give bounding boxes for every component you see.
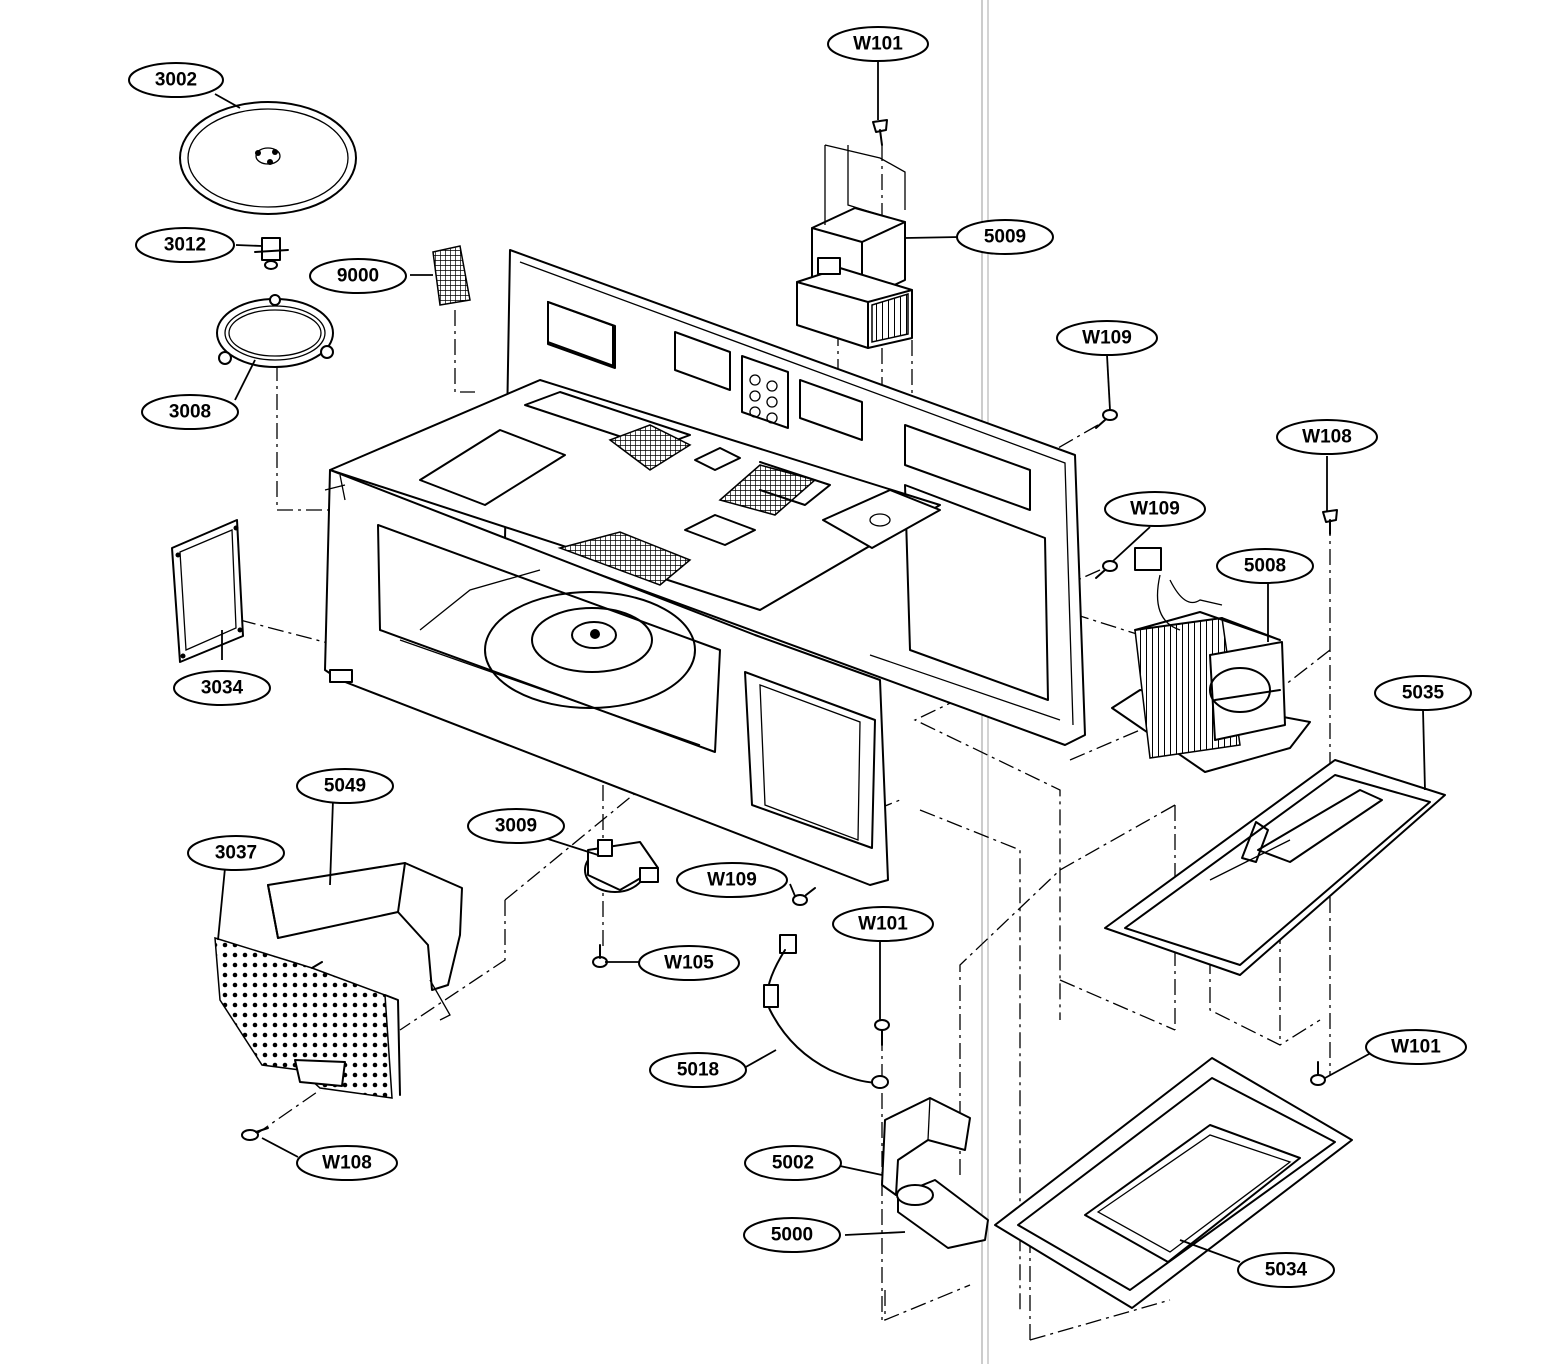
callout-3034: 3034 xyxy=(173,670,271,706)
thermal-fuse-wire xyxy=(763,934,889,1089)
callout-5034: 5034 xyxy=(1237,1252,1335,1288)
svg-text:3002: 3002 xyxy=(155,70,197,91)
svg-text:5034: 5034 xyxy=(1265,1260,1308,1281)
callout-9000: 9000 xyxy=(309,258,407,294)
callout-5002: 5002 xyxy=(744,1145,842,1181)
screw-icon xyxy=(241,1127,269,1141)
callout-w101: W101 xyxy=(832,906,934,942)
svg-text:W108: W108 xyxy=(322,1153,372,1174)
callout-3012: 3012 xyxy=(135,227,235,263)
callout-w108: W108 xyxy=(1276,419,1378,455)
svg-text:W109: W109 xyxy=(707,870,757,891)
svg-text:W105: W105 xyxy=(664,953,714,974)
callout-5049: 5049 xyxy=(296,768,394,804)
svg-text:9000: 9000 xyxy=(337,266,379,287)
svg-text:W101: W101 xyxy=(853,34,903,55)
svg-text:W109: W109 xyxy=(1082,328,1132,349)
turntable-motor xyxy=(584,839,659,893)
screw-icon xyxy=(592,944,608,968)
callout-5035: 5035 xyxy=(1374,675,1472,711)
svg-text:5018: 5018 xyxy=(677,1060,719,1081)
screw-icon xyxy=(874,1019,890,1046)
mounting-bracket xyxy=(881,1097,971,1196)
control-bracket xyxy=(267,862,463,1021)
callout-w101: W101 xyxy=(827,26,929,62)
svg-text:5008: 5008 xyxy=(1244,556,1286,577)
callout-5009: 5009 xyxy=(956,219,1054,255)
callout-5008: 5008 xyxy=(1216,548,1314,584)
callout-3008: 3008 xyxy=(141,394,239,430)
svg-text:5035: 5035 xyxy=(1402,683,1445,704)
screw-icon xyxy=(872,119,888,146)
fan-motor xyxy=(896,1179,989,1249)
callout-5000: 5000 xyxy=(743,1217,841,1253)
svg-text:5002: 5002 xyxy=(772,1153,814,1174)
svg-text:W101: W101 xyxy=(1391,1037,1441,1058)
svg-text:5009: 5009 xyxy=(984,227,1026,248)
callout-5018: 5018 xyxy=(649,1052,747,1088)
callout-w109: W109 xyxy=(1104,491,1206,527)
svg-text:W101: W101 xyxy=(858,914,908,935)
bottom-plate xyxy=(994,1057,1353,1309)
svg-text:3012: 3012 xyxy=(164,235,206,256)
callout-w108: W108 xyxy=(296,1145,398,1181)
callout-3002: 3002 xyxy=(128,62,224,98)
screw-icon xyxy=(1322,509,1338,535)
screw-icon xyxy=(1310,1061,1326,1086)
screw-icon xyxy=(1095,409,1118,429)
callout-w109: W109 xyxy=(676,862,788,898)
screw-icon xyxy=(1095,560,1118,579)
svg-text:W109: W109 xyxy=(1130,499,1180,520)
svg-text:3008: 3008 xyxy=(169,402,211,423)
roller-ring xyxy=(216,294,334,368)
callout-w109: W109 xyxy=(1056,320,1158,356)
svg-text:5049: 5049 xyxy=(324,776,366,797)
svg-text:5000: 5000 xyxy=(771,1225,813,1246)
svg-text:3034: 3034 xyxy=(201,678,244,699)
base-plate xyxy=(1104,759,1446,976)
callout-w101: W101 xyxy=(1365,1029,1467,1065)
turntable-coupler xyxy=(254,237,289,270)
control-circuit-board xyxy=(214,936,401,1099)
svg-text:3037: 3037 xyxy=(215,843,257,864)
cover-panel xyxy=(171,519,244,663)
screw-icon xyxy=(792,887,816,906)
callout-3037: 3037 xyxy=(187,835,285,871)
svg-text:W108: W108 xyxy=(1302,427,1352,448)
oven-cavity xyxy=(324,249,1086,886)
callout-3009: 3009 xyxy=(467,808,565,844)
magnetron xyxy=(796,144,913,349)
leader-lines xyxy=(214,62,1426,1263)
turntable-glass-tray xyxy=(179,101,357,215)
high-voltage-transformer xyxy=(1111,547,1311,773)
filter-block xyxy=(432,245,471,306)
svg-text:3009: 3009 xyxy=(495,816,537,837)
callout-w105: W105 xyxy=(638,945,740,981)
